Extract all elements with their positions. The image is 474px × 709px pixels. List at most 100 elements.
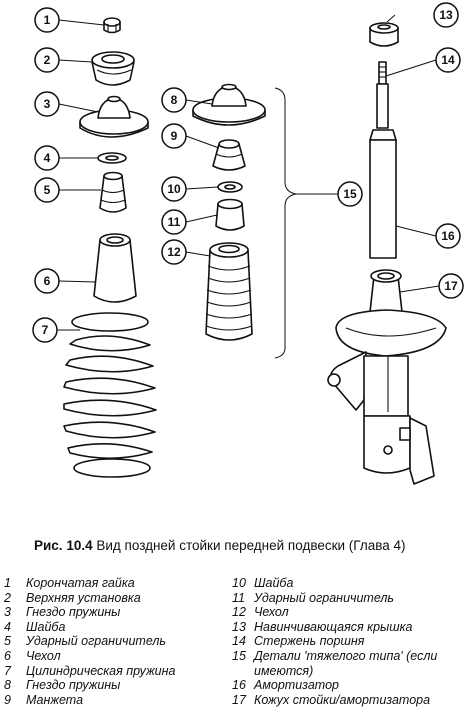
callout-10: 10 (161, 176, 187, 202)
legend-text: Манжета (26, 692, 84, 707)
legend-text: Кожух стойки/амортизатора (254, 692, 431, 707)
legend-num: 4 (4, 619, 11, 634)
bump-stop-right (215, 198, 245, 231)
legend-text: Амортизатор (254, 678, 339, 693)
screw-cap (369, 22, 399, 47)
cuff (212, 139, 246, 171)
callout-13: 13 (433, 2, 459, 28)
legend-num: 14 (232, 634, 246, 649)
legend-item: 1 Корончатая гайка (4, 576, 229, 591)
leader-lines (57, 14, 440, 331)
legend-text: Ударный ограничитель (254, 590, 395, 605)
legend-num: 16 (232, 678, 246, 693)
legend-num: 9 (4, 692, 11, 707)
callout-17: 17 (438, 273, 464, 299)
coil-spring (63, 312, 157, 478)
washer-left (97, 152, 127, 164)
spring-seat-left (79, 95, 149, 138)
callout-8-label: 8 (171, 93, 178, 107)
legend-num: 12 (232, 605, 246, 620)
legend-text: Цилиндрическая пружина (26, 663, 176, 678)
callout-12-label: 12 (167, 245, 181, 259)
callout-6: 6 (34, 268, 60, 294)
legend-item: 6 Чехол (4, 649, 229, 664)
caption-number: Рис. 10.4 (34, 538, 93, 553)
legend-text: Ударный ограничитель (26, 634, 167, 649)
callout-3-label: 3 (44, 97, 51, 111)
legend-item: 11 Ударный ограничитель (232, 591, 472, 606)
callout-16-label: 16 (441, 229, 455, 243)
legend-item: 17 Кожух стойки/амортизатора (232, 693, 472, 708)
callout-9-label: 9 (171, 129, 178, 143)
legend-text: Гнездо пружины (26, 678, 121, 693)
legend-item: 9 Манжета (4, 693, 229, 708)
callout-11: 11 (161, 209, 187, 235)
callout-16: 16 (435, 223, 461, 249)
legend-num: 17 (232, 692, 246, 707)
legend-item: 14 Стержень поршня (232, 634, 472, 649)
legend-num: 2 (4, 590, 11, 605)
callout-1: 1 (34, 7, 60, 33)
legend-text: Навинчивающаяся крышка (254, 619, 413, 634)
legend-num: 13 (232, 619, 246, 634)
callout-14: 14 (435, 47, 461, 73)
legend-text: Чехол (26, 648, 61, 663)
callout-7-label: 7 (42, 323, 49, 337)
callout-10-label: 10 (167, 182, 181, 196)
legend-text: Верхняя установка (26, 590, 141, 605)
figure-caption: Рис. 10.4 Вид поздней стойки передней по… (34, 538, 464, 553)
legend-num: 7 (4, 663, 11, 678)
legend-num: 8 (4, 678, 11, 693)
legend-num: 6 (4, 648, 11, 663)
washer-right (217, 181, 243, 193)
callout-11-label: 11 (168, 215, 181, 229)
legend-text: Чехол (254, 605, 289, 620)
callout-2-label: 2 (44, 53, 51, 67)
legend-text: Гнездо пружины (26, 605, 121, 620)
callout-1-label: 1 (44, 13, 51, 27)
legend-item: 7 Цилиндрическая пружина (4, 664, 229, 679)
callout-4-label: 4 (44, 151, 51, 165)
caption-text: Вид поздней стойки передней подвески (Гл… (96, 538, 406, 553)
legend-item: 2 Верхняя установка (4, 591, 229, 606)
callout-6-label: 6 (44, 274, 51, 288)
legend-num: 11 (232, 590, 245, 605)
callout-12: 12 (161, 239, 187, 265)
legend-num: 3 (4, 605, 11, 620)
callout-14-label: 14 (441, 53, 455, 67)
legend-num: 15 (232, 648, 246, 663)
callout-2: 2 (34, 47, 60, 73)
legend-text: Стержень поршня (254, 634, 365, 649)
bump-stop-left (99, 171, 127, 213)
legend-item: 16 Амортизатор (232, 678, 472, 693)
legend-num: 1 (4, 576, 11, 590)
legend-item: 5 Ударный ограничитель (4, 634, 229, 649)
callout-5-label: 5 (44, 183, 51, 197)
legend-item: 3 Гнездо пружины (4, 605, 229, 620)
spring-seat-heavy (192, 83, 266, 126)
strut-exploded-diagram: 1 2 3 4 5 6 7 8 9 10 11 12 13 14 15 16 1… (32, 2, 464, 485)
boot-heavy (205, 242, 253, 341)
callout-13-label: 13 (439, 8, 453, 22)
callout-4: 4 (34, 145, 60, 171)
legend-text: Шайба (254, 576, 294, 590)
legend-item: 4 Шайба (4, 620, 229, 635)
legend-text: Шайба (26, 619, 66, 634)
callout-15-label: 15 (343, 187, 357, 201)
callout-7: 7 (32, 317, 58, 343)
legend-text: Корончатая гайка (26, 576, 135, 590)
legend-num: 5 (4, 634, 11, 649)
legend-item: 8 Гнездо пружины (4, 678, 229, 693)
heavy-duty-bracket (274, 87, 297, 359)
callout-15: 15 (337, 181, 363, 207)
callout-17-label: 17 (444, 279, 458, 293)
callout-5: 5 (34, 177, 60, 203)
callout-8: 8 (161, 87, 187, 113)
legend-item: 13 Навинчивающаяся крышка (232, 620, 472, 635)
callout-9: 9 (161, 123, 187, 149)
legend-text: Детали 'тяжелого типа' (если имеются) (254, 648, 438, 678)
upper-mount (91, 51, 135, 86)
